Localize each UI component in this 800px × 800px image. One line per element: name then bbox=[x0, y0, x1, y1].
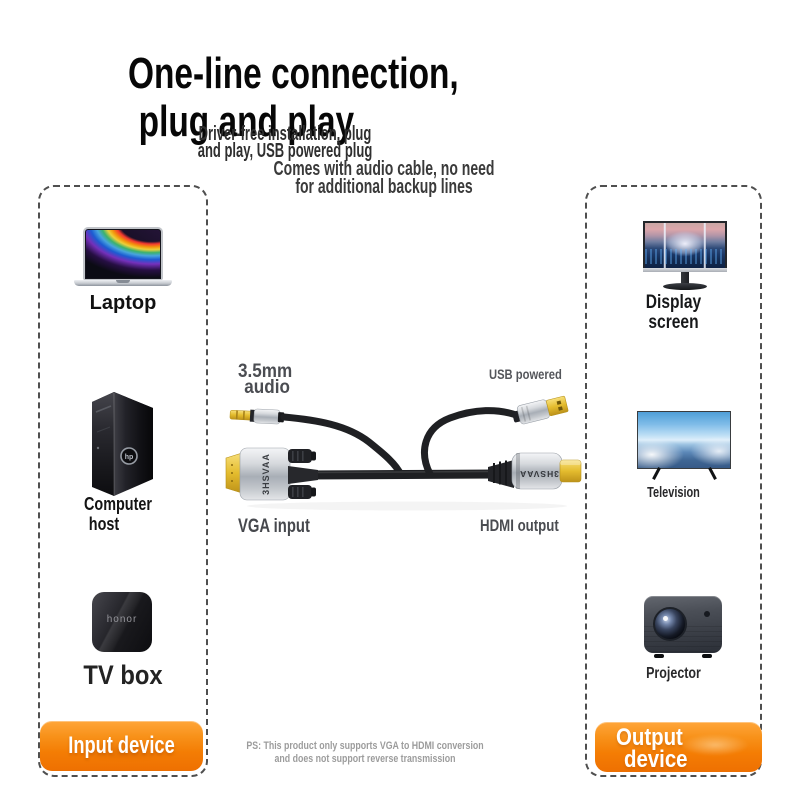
usb-cable bbox=[421, 407, 523, 478]
page-title: One-line connection, plug and play bbox=[128, 50, 459, 146]
hp-logo-text: hp bbox=[125, 454, 134, 461]
subtitle-audio-cable: Comes with audio cable, no need for addi… bbox=[244, 158, 524, 198]
main-cable-highlight bbox=[313, 470, 493, 474]
computer-host-label: Computer host bbox=[84, 494, 152, 534]
monitor-stand-post bbox=[681, 272, 689, 284]
laptop-label: Laptop bbox=[89, 292, 157, 314]
tv-box-brand-text: honor bbox=[106, 614, 138, 625]
subtitle2-line1: Comes with audio cable, no need bbox=[273, 158, 495, 180]
vga-thumbscrew-top bbox=[288, 449, 316, 463]
input-devices-panel bbox=[38, 185, 208, 777]
input-device-button-label: Input device bbox=[68, 732, 175, 759]
computer-host-illustration: hp bbox=[92, 392, 153, 496]
output-device-button[interactable]: Output device bbox=[595, 722, 762, 772]
tower-front-face bbox=[92, 392, 114, 496]
ps-footnote-line2: and does not support reverse transmissio… bbox=[274, 752, 456, 765]
vga-input-label: VGA input bbox=[238, 516, 310, 537]
laptop-base bbox=[74, 280, 172, 286]
projector-lens bbox=[653, 607, 687, 641]
title-line1: One-line connection, bbox=[128, 49, 459, 98]
projector-foot-left bbox=[654, 654, 664, 658]
hdmi-plug-gold bbox=[559, 459, 582, 483]
vga-connector-brand-text: 3HSVAA bbox=[261, 453, 271, 495]
tower-vent-line bbox=[96, 426, 111, 433]
subtitle1-line1: Driver-free installation, plug bbox=[198, 123, 372, 145]
main-cable bbox=[303, 469, 503, 480]
product-shadow bbox=[247, 501, 567, 511]
tower-side-face bbox=[114, 392, 153, 496]
audio-label-line1: 3.5mm bbox=[238, 361, 293, 382]
usb-plug bbox=[512, 395, 569, 425]
tower-drive-slot bbox=[95, 405, 112, 413]
input-button-watermark bbox=[70, 743, 180, 761]
subtitle-installation: Driver-free installation, plug and play,… bbox=[155, 123, 415, 162]
adapter-cable-product-image: 3HSVAA 3HSVAA bbox=[225, 395, 582, 511]
audio-jack-label: 3.5mm audio bbox=[238, 361, 293, 398]
audio-jack-3-5mm bbox=[229, 408, 285, 425]
laptop-screen bbox=[83, 227, 163, 280]
television-label: Television bbox=[647, 484, 700, 501]
laptop-illustration bbox=[74, 227, 172, 289]
title-line2: plug and play bbox=[138, 97, 355, 146]
projector-foot-right bbox=[702, 654, 712, 658]
display-screen-label: Display screen bbox=[601, 293, 746, 333]
vga-thumbscrew-bottom bbox=[288, 485, 316, 499]
projector-ir-sensor bbox=[704, 611, 710, 617]
vga-strain-relief bbox=[288, 466, 318, 484]
hp-logo: hp bbox=[120, 447, 138, 465]
output-devices-panel bbox=[585, 185, 762, 777]
hdmi-connector-brand-text: 3HSVAA bbox=[519, 469, 559, 479]
audio-cable bbox=[280, 413, 405, 479]
monitor-stand-base bbox=[663, 283, 707, 290]
tv-box-illustration: honor bbox=[92, 592, 152, 652]
computer-host-label-line2: host bbox=[88, 514, 120, 534]
display-screen-illustration bbox=[641, 221, 729, 291]
audio-label-line2: audio bbox=[244, 377, 290, 398]
display-label-line2: screen bbox=[648, 312, 699, 333]
monitor-chin bbox=[643, 268, 727, 272]
monitor-screen bbox=[643, 221, 727, 268]
ps-footnote: PS: This product only supports VGA to HD… bbox=[205, 740, 525, 765]
subtitle1-line2: and play, USB powered plug bbox=[197, 140, 373, 162]
output-device-button-line2: device bbox=[624, 746, 688, 772]
tower-power-button bbox=[96, 446, 100, 450]
input-device-button[interactable]: Input device bbox=[40, 721, 203, 771]
display-label-line1: Display bbox=[645, 292, 702, 313]
projector-label: Projector bbox=[646, 665, 701, 682]
hdmi-output-label: HDMI output bbox=[480, 516, 559, 535]
subtitle2-line2: for additional backup lines bbox=[295, 175, 473, 198]
output-device-button-line1: Output bbox=[616, 724, 683, 751]
tv-screen bbox=[637, 411, 731, 469]
television-illustration bbox=[637, 411, 731, 481]
vga-connector: 3HSVAA bbox=[225, 447, 318, 501]
projector-illustration bbox=[644, 596, 722, 658]
ps-footnote-line1: PS: This product only supports VGA to HD… bbox=[246, 740, 484, 752]
usb-powered-label: USB powered bbox=[489, 366, 562, 382]
tv-box-label: TV box bbox=[83, 660, 163, 690]
output-button-watermark bbox=[681, 734, 749, 756]
hdmi-connector: 3HSVAA bbox=[488, 452, 582, 490]
computer-host-label-line1: Computer bbox=[84, 494, 152, 514]
